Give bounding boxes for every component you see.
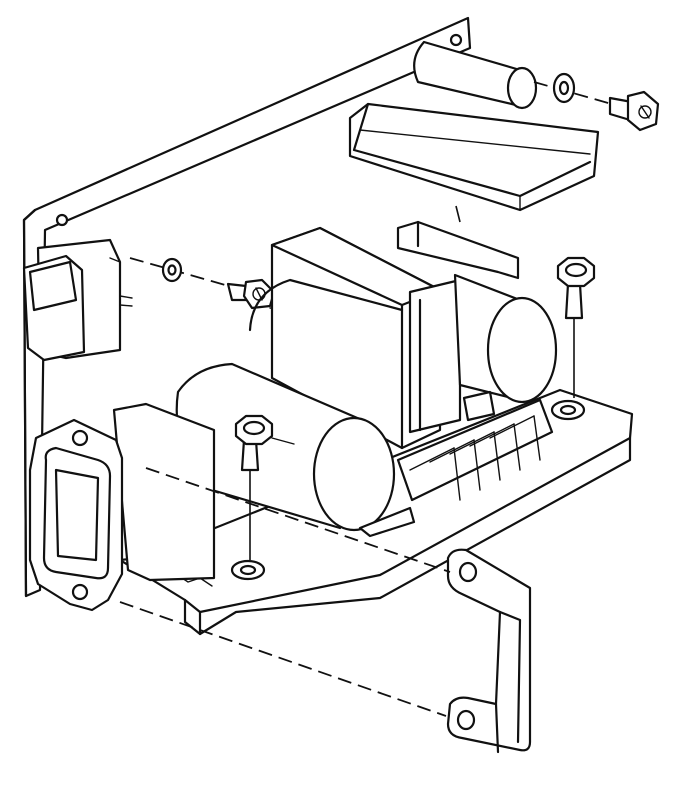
base-screw-right <box>556 256 596 398</box>
capacitor-lower <box>175 362 416 538</box>
top-bracket <box>348 102 600 212</box>
transformer <box>270 226 462 450</box>
capacitor-small <box>413 40 538 110</box>
mounting-bracket <box>446 548 532 754</box>
heatsink <box>396 390 554 502</box>
ac-inlet <box>28 402 216 612</box>
capacitor-upper <box>248 273 558 404</box>
assembly-guides <box>119 205 461 717</box>
rocker-switch <box>22 238 133 362</box>
top-screw-assembly <box>533 72 660 132</box>
base-screw-left <box>234 414 295 560</box>
bracket-clip <box>396 220 520 280</box>
